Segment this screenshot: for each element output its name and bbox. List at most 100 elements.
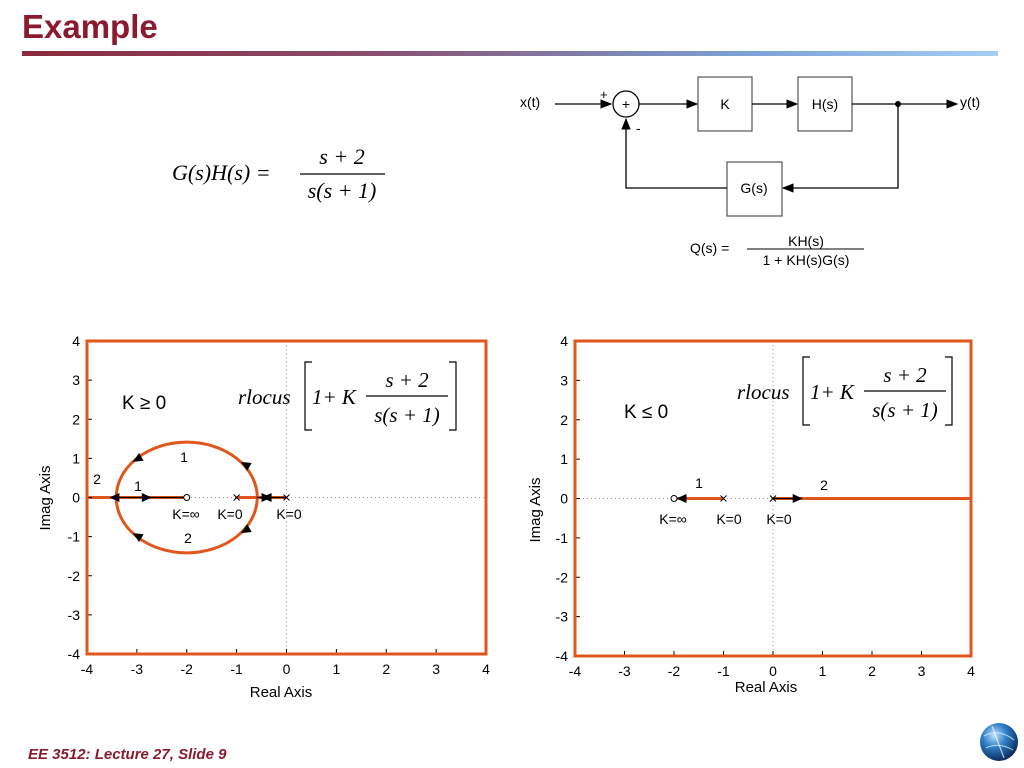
input-label: x(t) <box>520 94 540 110</box>
x-tick-label: 0 <box>769 663 777 679</box>
plant-label: H(s) <box>812 96 838 112</box>
rlocus-numerator: s + 2 <box>385 368 429 392</box>
transfer-function-lhs: G(s)H(s) = <box>172 160 271 185</box>
closed-loop-denominator: 1 + KH(s)G(s) <box>763 252 850 268</box>
x-tick-label: -3 <box>618 663 631 679</box>
gain-label: K=0 <box>766 511 792 527</box>
x-axis-label: Real Axis <box>250 684 313 701</box>
output-label: y(t) <box>960 94 980 110</box>
feedback-path-in <box>781 104 899 193</box>
y-tick-label: 0 <box>560 491 568 507</box>
rlocus-formula: rlocus 1+ K s + 2 s(s + 1) <box>737 356 953 426</box>
y-tick-label: 1 <box>72 450 80 466</box>
gain-label: K=0 <box>276 506 302 522</box>
rlocus-numerator: s + 2 <box>883 363 927 387</box>
direction-arrow <box>240 524 252 534</box>
feedback-label: G(s) <box>740 180 767 196</box>
rlocus-prefix: 1+ K <box>810 380 855 404</box>
x-tick-label: -1 <box>717 663 730 679</box>
feedback-block <box>726 161 783 217</box>
locus-curves <box>670 494 971 503</box>
minus-sign: - <box>636 120 641 136</box>
gain-label: K=0 <box>716 511 742 527</box>
university-logo <box>980 723 1018 761</box>
y-tick-label: 1 <box>560 451 568 467</box>
title-divider <box>22 51 998 56</box>
x-tick-label: -3 <box>131 661 144 677</box>
zero-marker <box>183 494 191 501</box>
gain-label: K=∞ <box>172 506 200 522</box>
y-tick-label: -2 <box>556 569 569 585</box>
y-tick-label: -1 <box>556 530 569 546</box>
transfer-function-numerator: s + 2 <box>319 144 364 169</box>
left-bracket <box>802 356 810 426</box>
rlocus-formula: rlocus 1+ K s + 2 s(s + 1) <box>238 361 457 431</box>
plus-sign: + <box>600 87 608 102</box>
y-axis-label: Imag Axis <box>527 477 544 542</box>
forward-gain-label: K <box>720 96 730 112</box>
forward-gain-block <box>697 76 753 132</box>
rlocus-denominator: s(s + 1) <box>374 403 440 427</box>
x-tick-label: 0 <box>283 661 291 677</box>
y-tick-label: 2 <box>72 411 80 427</box>
zero-marker <box>670 495 678 502</box>
y-tick-label: 3 <box>560 372 568 388</box>
direction-arrow <box>676 494 687 503</box>
left-bracket <box>304 361 312 431</box>
globe-icon <box>980 723 1018 761</box>
direction-arrow <box>109 493 120 502</box>
x-tick-label: -2 <box>181 661 194 677</box>
transfer-function: G(s)H(s) = s + 2 s(s + 1) <box>172 144 385 203</box>
branch-label: 1 <box>134 478 142 494</box>
y-tick-label: -3 <box>556 609 569 625</box>
x-tick-label: -4 <box>569 663 582 679</box>
y-tick-label: 4 <box>72 333 80 349</box>
y-axis-label: Imag Axis <box>37 465 54 530</box>
y-tick-label: 0 <box>72 490 80 506</box>
rlocus-prefix: 1+ K <box>312 385 357 409</box>
slide-title: Example <box>22 8 158 45</box>
x-axis-label: Real Axis <box>735 679 798 696</box>
branch-label: 2 <box>184 530 192 546</box>
branch-label: 1 <box>695 475 703 491</box>
k-condition-label: K ≥ 0 <box>122 393 166 414</box>
y-tick-label: 2 <box>560 412 568 428</box>
summer-label: + <box>622 96 630 112</box>
y-tick-label: 4 <box>560 333 568 349</box>
pole-marker <box>283 494 290 501</box>
x-tick-label: -4 <box>81 661 94 677</box>
k-condition-label: K ≤ 0 <box>624 402 668 423</box>
rlocus-func: rlocus <box>737 380 790 404</box>
pole-marker <box>720 495 727 502</box>
x-tick-label: 2 <box>382 661 390 677</box>
right-bracket <box>945 356 953 426</box>
locus-curves <box>87 440 290 555</box>
gain-label: K=∞ <box>659 511 687 527</box>
axes-frame <box>85 339 488 656</box>
x-tick-label: 3 <box>432 661 440 677</box>
transfer-function-denominator: s(s + 1) <box>308 178 377 203</box>
direction-arrow <box>240 461 252 471</box>
y-tick-label: -2 <box>68 568 81 584</box>
pole-marker <box>233 494 240 501</box>
block-diagram: x(t) + + - K H(s) y(t) G(s) Q(s) = KH(s)… <box>520 76 980 268</box>
x-tick-label: -2 <box>668 663 681 679</box>
right-bracket <box>449 361 457 431</box>
direction-arrow <box>132 453 144 462</box>
x-tick-label: 2 <box>868 663 876 679</box>
y-tick-label: -4 <box>556 648 569 664</box>
y-tick-label: -4 <box>68 646 81 662</box>
x-tick-label: 1 <box>332 661 340 677</box>
branch-label: 1 <box>180 449 188 465</box>
direction-arrow <box>132 533 144 542</box>
feedback-path-out <box>621 117 727 189</box>
rlocus-denominator: s(s + 1) <box>872 398 938 422</box>
x-tick-label: 4 <box>967 663 975 679</box>
pole-marker <box>769 495 777 502</box>
slide-footer: EE 3512: Lecture 27, Slide 9 <box>28 746 227 763</box>
rlocus-func: rlocus <box>238 385 291 409</box>
axes-frame <box>573 339 973 658</box>
